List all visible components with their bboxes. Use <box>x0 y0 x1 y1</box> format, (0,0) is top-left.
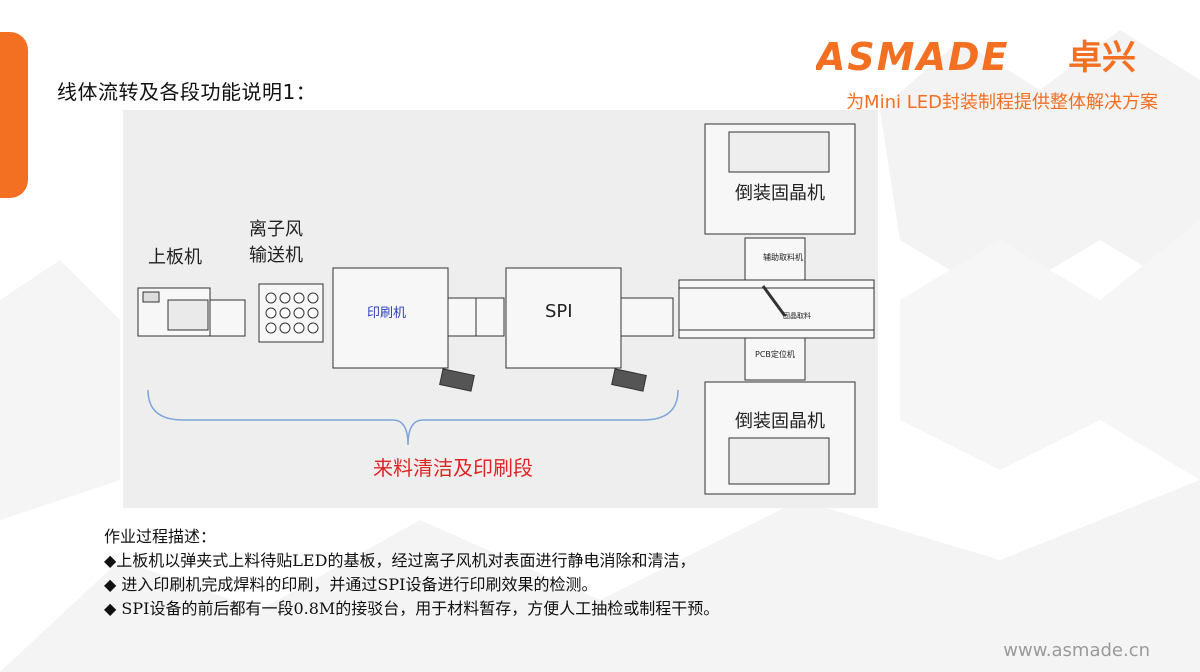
feeder-bottom <box>744 337 806 381</box>
label-section: 来料清洁及印刷段 <box>373 456 533 480</box>
label-die-bonder-bottom: 倒装固晶机 <box>735 411 825 432</box>
label-loader: 上板机 <box>148 247 202 268</box>
label-ionizer-1: 离子风 <box>249 219 303 240</box>
brand-logo: ASMADE 卓兴 <box>813 35 1160 79</box>
spi-machine <box>505 267 622 369</box>
description-heading: 作业过程描述： <box>104 527 217 546</box>
label-feeder-top: 辅助取料机 <box>763 253 803 262</box>
production-line-diagram: 上板机 离子风 输送机 印刷机 SPI 倒装固晶机 倒装固晶机 来料清洁及印刷段… <box>123 110 878 508</box>
description-bullet: ◆上板机以弹夹式上料待贴LED的基板，经过离子风机对表面进行静电消除和清洁， <box>104 551 696 570</box>
footer-url: www.asmade.cn <box>1003 640 1150 661</box>
buffer-conveyor-2 <box>620 297 674 337</box>
tagline: 为Mini LED封装制程提供整体解决方案 <box>846 92 1158 113</box>
label-ionizer-2: 输送机 <box>249 245 303 266</box>
section-bracket <box>147 389 679 446</box>
printer-machine <box>332 267 449 369</box>
side-accent-tab <box>0 32 28 198</box>
logo-text: ASMADE <box>816 36 1010 76</box>
label-printer: 印刷机 <box>367 306 407 321</box>
main-conveyor <box>678 279 875 339</box>
loader-conveyor <box>209 299 246 337</box>
logo-cn-text: 卓兴 <box>1068 38 1136 76</box>
description-bullet: ◆ 进入印刷机完成焊料的印刷，并通过SPI设备进行印刷效果的检测。 <box>104 575 598 594</box>
process-description: 作业过程描述： ◆上板机以弹夹式上料待贴LED的基板，经过离子风机对表面进行静电… <box>104 525 719 621</box>
label-spi: SPI <box>545 301 573 322</box>
label-die-bonder-top: 倒装固晶机 <box>735 183 825 204</box>
printer-keyboard <box>439 368 475 392</box>
label-feeder-bottom: PCB定位机 <box>755 350 795 359</box>
page-title: 线体流转及各段功能说明1： <box>57 80 317 104</box>
asmade-logo-icon: ASMADE 卓兴 <box>813 35 1136 79</box>
feeder-top <box>744 237 806 281</box>
line-layout-drawing <box>137 123 875 495</box>
label-feeder-mid: 固晶取料 <box>783 312 811 320</box>
spi-keyboard <box>611 368 647 392</box>
description-bullet: ◆ SPI设备的前后都有一段0.8M的接驳台，用于材料暂存，方便人工抽检或制程干… <box>104 599 720 618</box>
